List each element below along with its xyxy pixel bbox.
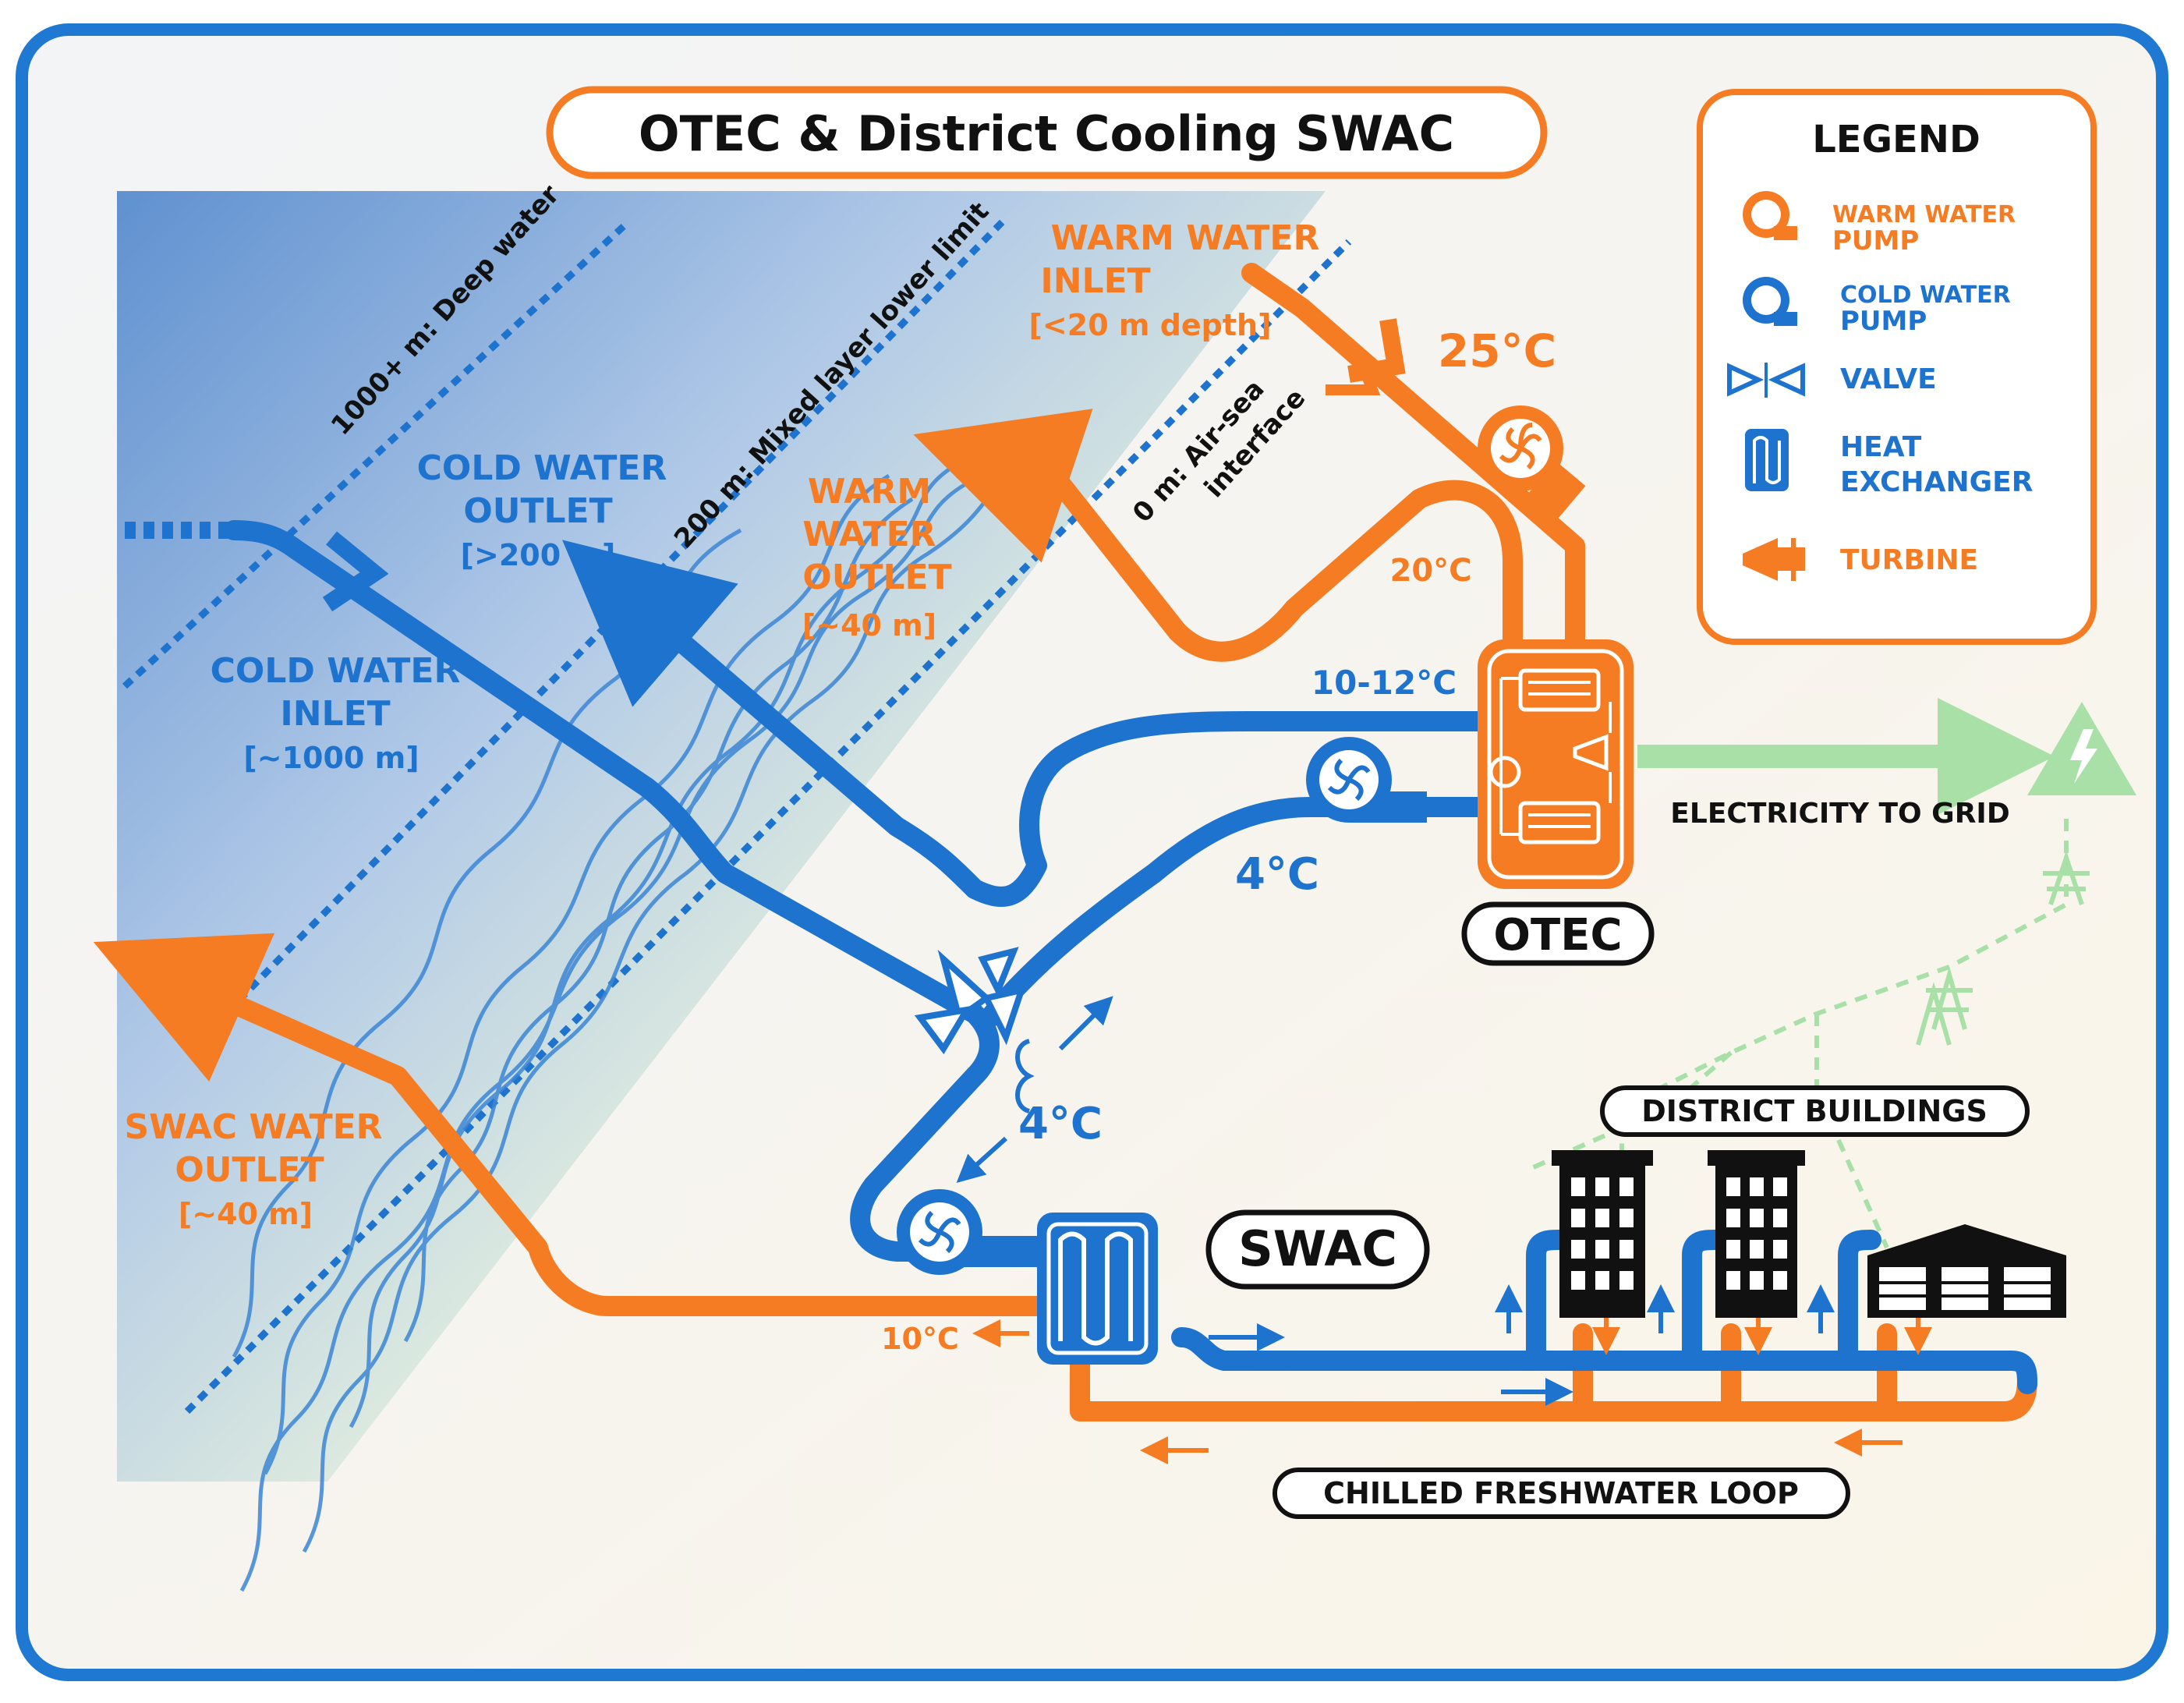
svg-text:WATER: WATER: [802, 515, 936, 554]
otec-badge: [1461, 901, 1655, 966]
svg-text:[~1000 m]: [~1000 m]: [243, 741, 419, 775]
office-building-2-icon: [1708, 1150, 1805, 1318]
legend-item-valve: VALVE: [1727, 363, 1937, 398]
svg-text:COLD WATER: COLD WATER: [417, 448, 667, 488]
svg-text:COLD WATER: COLD WATER: [1840, 281, 2011, 309]
brace: [1015, 1039, 1035, 1114]
svg-text:OUTLET: OUTLET: [802, 558, 951, 597]
swac-cold-pump-icon: [897, 1189, 1037, 1275]
wave-lines: [232, 450, 1039, 1592]
legend-heading: LEGEND: [1812, 118, 1980, 161]
warm-inlet-chevron-2: [1326, 349, 1381, 395]
svg-text:OUTLET: OUTLET: [463, 491, 612, 531]
svg-text:EXCHANGER: EXCHANGER: [1840, 466, 2033, 498]
cold-inlet-label: COLD WATER INLET [~1000 m]: [211, 651, 461, 775]
svg-text:[~40 m]: [~40 m]: [802, 608, 936, 643]
svg-text:HEAT: HEAT: [1840, 431, 1922, 463]
otec-label: OTEC: [1493, 910, 1622, 961]
flow-arrows: [956, 996, 1932, 1464]
cold-outlet-label: COLD WATER OUTLET [>200 m]: [417, 448, 667, 572]
otec-internal-pump-icon: [1488, 756, 1521, 788]
svg-text:SWAC WATER: SWAC WATER: [124, 1107, 382, 1147]
legend-item-cold-pump: COLD WATER PUMP: [1743, 277, 2011, 337]
warehouse-icon: [1867, 1224, 2066, 1318]
valve-icon: [1727, 363, 1805, 398]
office-building-1-icon: [1552, 1150, 1653, 1318]
legend-item-heat-exchanger: HEAT EXCHANGER: [1745, 429, 2033, 498]
otec-heat-exchanger-icon: [1518, 668, 1601, 844]
bolt-icon: [2070, 729, 2097, 784]
temp-cold-outlet: 10-12°C: [1311, 664, 1457, 702]
svg-text:COLD WATER: COLD WATER: [211, 651, 461, 691]
legend-box: [1697, 89, 2097, 645]
loop-badge: [1273, 1468, 1850, 1519]
otec-unit: [1478, 639, 1634, 889]
temp-warm-inlet: 25°C: [1438, 324, 1556, 377]
svg-text:[~40 m]: [~40 m]: [179, 1197, 313, 1231]
svg-text:INLET: INLET: [1040, 261, 1150, 301]
legend-item-warm-pump: WARM WATER PUMP: [1743, 191, 2016, 257]
temp-swac-cold: 4°C: [1018, 1099, 1103, 1149]
electricity-label: ELECTRICITY TO GRID: [1670, 798, 2009, 830]
swac-outlet-label: SWAC WATER OUTLET [~40 m]: [124, 1107, 382, 1231]
otec-warm-pump-icon: [1478, 405, 1586, 522]
loop-label: CHILLED FRESHWATER LOOP: [1323, 1476, 1799, 1510]
svg-text:WARM WATER: WARM WATER: [1832, 201, 2016, 228]
title-box: [546, 86, 1548, 179]
otec-cold-pump-icon: [1306, 737, 1427, 823]
temp-otec-cold: 4°C: [1235, 849, 1319, 900]
otec-turbine-icon: [1573, 734, 1609, 771]
legend-item-turbine: TURBINE: [1743, 538, 1978, 581]
svg-text:PUMP: PUMP: [1840, 306, 1927, 337]
warm-outlet-label: WARM WATER OUTLET [~40 m]: [802, 472, 952, 643]
district-badge: [1600, 1085, 2030, 1137]
svg-text:[<20 m depth]: [<20 m depth]: [1029, 308, 1272, 342]
pylon-icon-2: [1916, 982, 1952, 1046]
svg-text:WARM WATER: WARM WATER: [1051, 218, 1320, 258]
svg-text:PUMP: PUMP: [1832, 225, 1919, 257]
svg-text:WARM: WARM: [808, 472, 931, 512]
district-label: DISTRICT BUILDINGS: [1641, 1094, 1988, 1128]
page-title: OTEC & District Cooling SWAC: [639, 105, 1454, 162]
cold-water-pipes: [224, 520, 2037, 1394]
warm-inlet-label: WARM WATER INLET [<20 m depth]: [1029, 218, 1320, 342]
svg-text:TURBINE: TURBINE: [1840, 544, 1978, 576]
svg-text:VALVE: VALVE: [1840, 363, 1937, 395]
swac-badge: [1205, 1209, 1430, 1290]
temp-warm-outlet: 20°C: [1389, 553, 1471, 589]
svg-text:INLET: INLET: [280, 694, 390, 734]
swac-heat-exchanger-icon: [1037, 1213, 1158, 1365]
air-sea-line: [184, 239, 1352, 1414]
swac-label: SWAC: [1238, 1220, 1397, 1277]
cold-inlet-chevron: [322, 531, 389, 612]
svg-text:OUTLET: OUTLET: [175, 1150, 324, 1190]
svg-text:[>200 m]: [>200 m]: [461, 538, 616, 572]
turbine-icon: [1743, 538, 1805, 581]
valve-icon: [914, 947, 1027, 1055]
temp-swac-return: 10°C: [881, 1322, 959, 1356]
